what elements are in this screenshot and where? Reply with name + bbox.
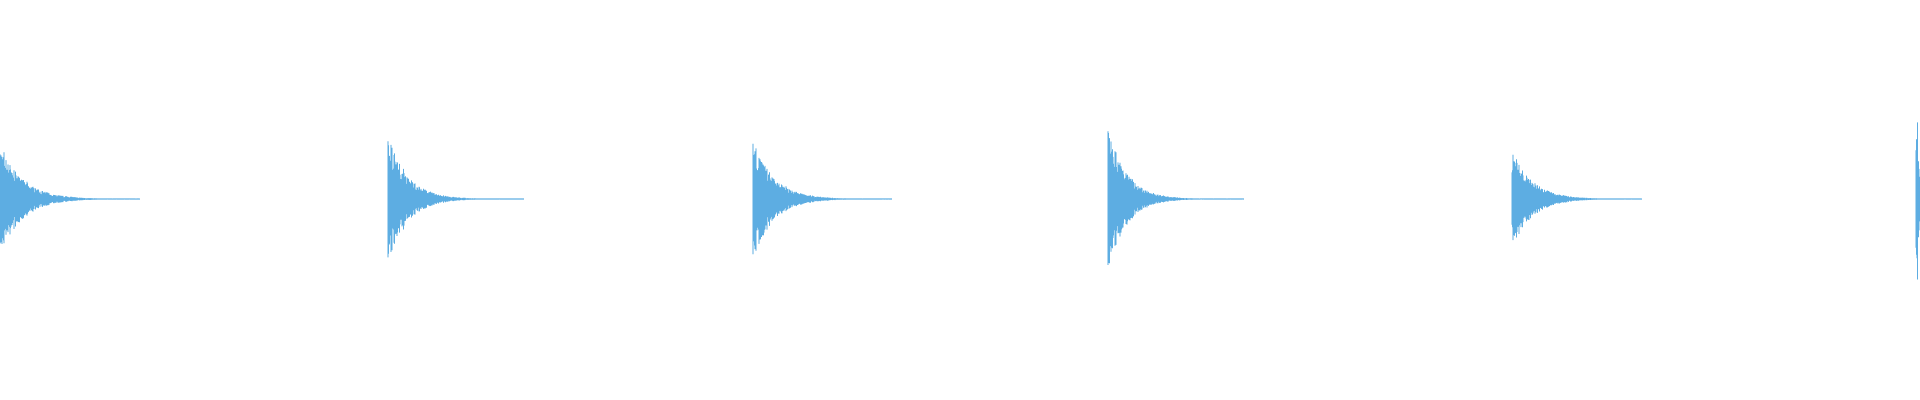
waveform-trace bbox=[1511, 154, 1642, 241]
waveform-transient bbox=[1511, 154, 1642, 241]
waveform-trace bbox=[0, 152, 140, 244]
waveform-transient bbox=[1915, 122, 1920, 280]
waveform-transient bbox=[0, 152, 140, 244]
waveform-trace bbox=[1915, 122, 1920, 280]
waveform-trace bbox=[1107, 131, 1244, 265]
waveform-transient bbox=[1107, 131, 1244, 265]
waveform-transient bbox=[752, 143, 892, 255]
waveform-transient bbox=[387, 141, 524, 258]
waveform-group bbox=[0, 122, 1920, 280]
